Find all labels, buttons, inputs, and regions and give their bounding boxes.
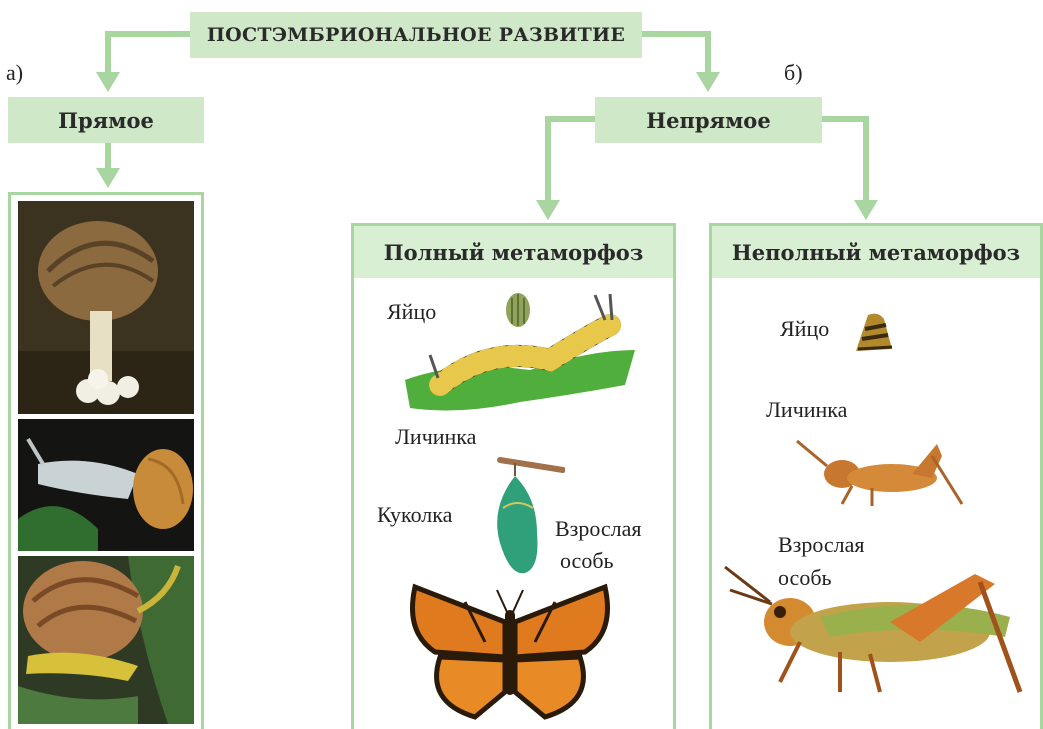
snail-hatching-image <box>18 201 194 414</box>
marker-a: а) <box>6 60 23 86</box>
incomplete-larva-label: Личинка <box>766 397 847 423</box>
monarch-butterfly-icon <box>405 582 615 722</box>
snail-young-image <box>18 419 194 551</box>
snail-adult-image <box>18 556 194 724</box>
diagram-title: ПОСТЭМБРИОНАЛЬНОЕ РАЗВИТИЕ <box>190 12 642 58</box>
chrysalis-icon <box>485 448 565 578</box>
complete-metamorphosis-title: Полный метаморфоз <box>354 226 673 278</box>
complete-adult-label-1: Взрослая <box>555 516 642 542</box>
direct-images-panel <box>8 192 204 729</box>
caterpillar-icon <box>400 290 640 420</box>
incomplete-adult-label-1: Взрослая <box>778 532 865 558</box>
complete-pupa-label: Куколка <box>377 502 452 528</box>
indirect-development-box: Непрямое <box>595 97 822 143</box>
complete-larva-label: Личинка <box>395 424 476 450</box>
incomplete-metamorphosis-title: Неполный метаморфоз <box>712 226 1040 278</box>
grasshopper-egg-icon <box>848 309 898 357</box>
incomplete-egg-label: Яйцо <box>780 316 829 342</box>
complete-adult-label-2: особь <box>560 548 614 574</box>
marker-b: б) <box>784 60 803 86</box>
grasshopper-nymph-icon <box>792 436 972 511</box>
direct-development-box: Прямое <box>8 97 204 143</box>
grasshopper-adult-icon <box>720 562 1040 702</box>
